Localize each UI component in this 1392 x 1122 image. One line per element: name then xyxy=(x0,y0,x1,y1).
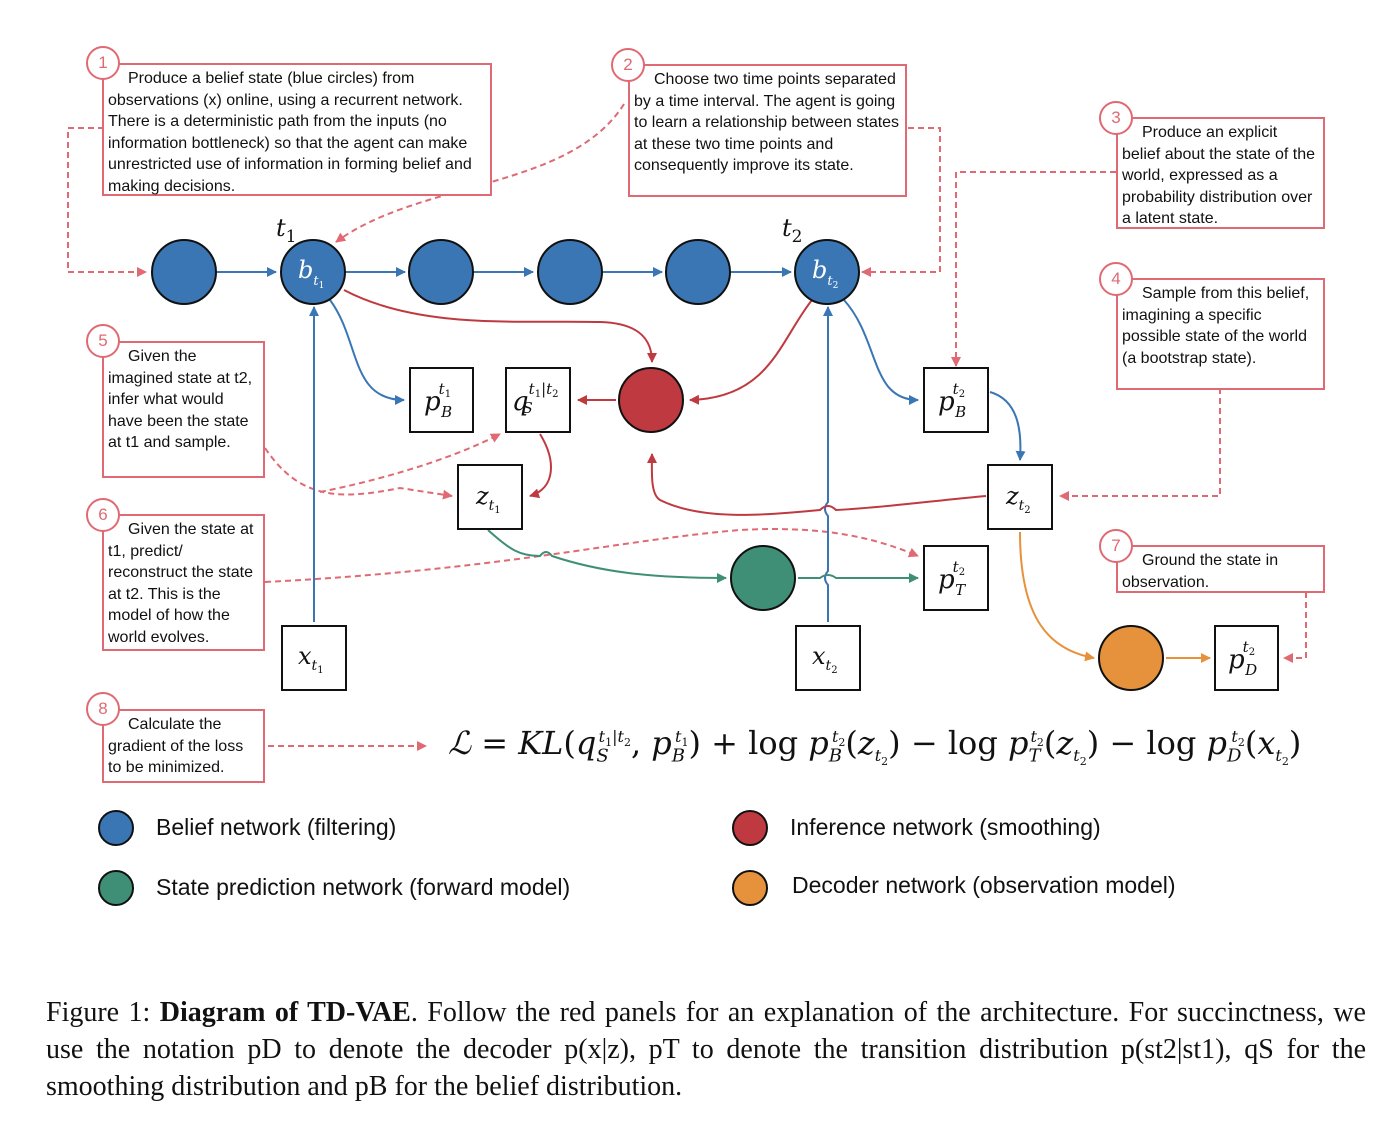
panel-2: Choose two time points separated by a ti… xyxy=(628,64,907,197)
arrow-panel6 xyxy=(264,528,919,583)
box-z-t2 xyxy=(987,464,1053,530)
legend-dot-inference xyxy=(732,810,768,846)
belief-node-bt2 xyxy=(794,239,860,305)
panel-2-badge: 2 xyxy=(611,48,645,82)
panel-7-badge: 7 xyxy=(1099,529,1133,563)
arrow-panel3 xyxy=(951,171,1116,367)
panel-4-badge: 4 xyxy=(1099,262,1133,296)
box-x-t1 xyxy=(281,625,347,691)
box-pT-t2 xyxy=(923,545,989,611)
caption-lead: Diagram of TD-VAE xyxy=(159,997,411,1028)
box-qS xyxy=(505,367,571,433)
box-pB-t2 xyxy=(923,367,989,433)
inference-node xyxy=(618,367,684,433)
box-pD-t2 xyxy=(1214,625,1279,691)
arrow-panel5-q xyxy=(319,433,501,493)
panel-3-badge: 3 xyxy=(1099,101,1133,135)
panel-5: Given the imagined state at t2, infer wh… xyxy=(102,341,265,478)
panel-6-badge: 6 xyxy=(86,498,120,532)
t2-label: t2 xyxy=(782,214,802,247)
legend-dot-prediction xyxy=(98,870,134,906)
panel-3: Produce an explicit belief about the sta… xyxy=(1116,117,1325,229)
box-x-t2 xyxy=(795,625,861,691)
loss-formula: ℒ = KL(qSt1|t2, pBt1) + log pBt2(zt2) − … xyxy=(448,724,1302,769)
belief-node-bt1 xyxy=(280,239,346,305)
arrow-panel5-z xyxy=(264,447,453,500)
belief-node-3 xyxy=(408,239,474,305)
box-z-t1 xyxy=(457,464,523,530)
decoder-arrows xyxy=(1019,531,1211,663)
arrow-panel4 xyxy=(1059,388,1221,501)
panel-4: Sample from this belief, imagining a spe… xyxy=(1116,278,1325,390)
panel-8: Calculate the gradient of the loss to be… xyxy=(102,709,265,783)
distribution-boxes xyxy=(281,367,1279,691)
belief-node-4 xyxy=(537,239,603,305)
annotation-arrows xyxy=(67,103,1307,751)
arrow-panel2-t2 xyxy=(861,127,941,277)
arrow-panel7 xyxy=(1283,592,1307,663)
forward-model-arrows xyxy=(487,529,919,583)
panel-8-badge: 8 xyxy=(86,692,120,726)
decoder-node xyxy=(1098,625,1164,691)
network-nodes xyxy=(151,239,1164,691)
legend-label-inference: Inference network (smoothing) xyxy=(790,814,1101,840)
legend-dot-decoder xyxy=(732,870,768,906)
box-pB-t1 xyxy=(409,367,474,433)
panel-1: Produce a belief state (blue circles) fr… xyxy=(102,63,492,196)
legend-label-decoder: Decoder network (observation model) xyxy=(792,872,1176,898)
panel-5-badge: 5 xyxy=(86,324,120,358)
legend-dot-belief xyxy=(98,810,134,846)
arrow-panel2 xyxy=(335,103,625,243)
belief-node-5 xyxy=(665,239,731,305)
figure-caption: Figure 1: Diagram of TD-VAE. Follow the … xyxy=(46,997,1366,1102)
panel-7: Ground the state in observation. xyxy=(1116,545,1325,593)
inference-arrows xyxy=(343,289,987,516)
legend-label-prediction: State prediction network (forward model) xyxy=(156,874,571,900)
panel-1-badge: 1 xyxy=(86,46,120,80)
t1-label: t1 xyxy=(276,214,296,247)
prediction-node xyxy=(730,545,796,611)
legend-label-belief: Belief network (filtering) xyxy=(156,814,397,840)
belief-node-1 xyxy=(151,239,217,305)
caption-body: . Follow the red panels for an explanati… xyxy=(46,997,1366,1102)
panel-6: Given the state at t1, predict/ reconstr… xyxy=(102,514,265,651)
